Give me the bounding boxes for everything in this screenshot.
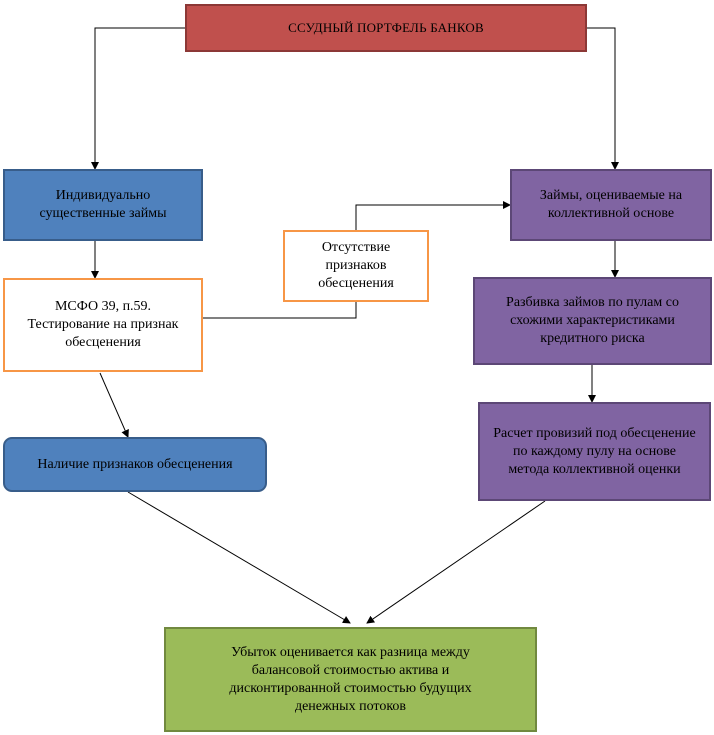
individual-loans-box: Индивидуально существенные займы bbox=[3, 169, 203, 241]
loss-definition-box: Убыток оценивается как разница между бал… bbox=[164, 627, 537, 732]
arrow-title-to-collective bbox=[587, 27, 619, 170]
loss-definition-label: Убыток оценивается как разница между бал… bbox=[229, 644, 472, 714]
arrow-impairment-to-loss bbox=[127, 491, 351, 624]
impairment-signs-label: Наличие признаков обесценения bbox=[37, 456, 233, 472]
collective-loans-label: Займы, оцениваемые на коллективной основ… bbox=[539, 188, 683, 221]
arrow-test-to-impairment bbox=[99, 372, 129, 438]
ifrs-test-box: МСФО 39, п.59. Тестирование на признак о… bbox=[3, 278, 203, 372]
ifrs-test-label: МСФО 39, п.59. Тестирование на признак о… bbox=[27, 299, 179, 350]
collective-loans-box: Займы, оцениваемые на коллективной основ… bbox=[510, 169, 712, 241]
loan-portfolio-title-box: ССУДНЫЙ ПОРТФЕЛЬ БАНКОВ bbox=[185, 4, 587, 52]
individual-loans-label: Индивидуально существенные займы bbox=[39, 188, 167, 221]
loan-portfolio-title: ССУДНЫЙ ПОРТФЕЛЬ БАНКОВ bbox=[288, 20, 484, 35]
no-impairment-signs-box: Отсутствие признаков обесценения bbox=[283, 230, 429, 302]
provision-calc-label: Расчет провизий под обесценение по каждо… bbox=[493, 425, 696, 477]
no-impairment-signs-label: Отсутствие признаков обесценения bbox=[318, 240, 394, 291]
pool-breakdown-label: Разбивка займов по пулам со схожими хара… bbox=[506, 295, 679, 346]
arrow-provision-to-loss bbox=[366, 500, 546, 624]
arrow-title-to-individual bbox=[91, 27, 186, 170]
provision-calc-box: Расчет провизий под обесценение по каждо… bbox=[478, 402, 711, 501]
impairment-signs-box: Наличие признаков обесценения bbox=[3, 437, 267, 492]
pool-breakdown-box: Разбивка займов по пулам со схожими хара… bbox=[473, 277, 712, 365]
